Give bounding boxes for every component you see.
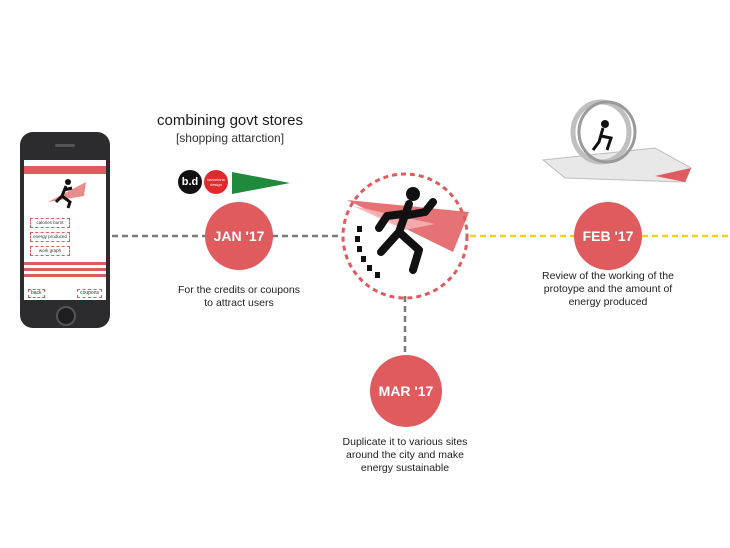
emblem-dashed-ring (341, 172, 469, 300)
milestone-feb-description: Review of the working of the protoype an… (542, 270, 674, 308)
calories-burnt-chip[interactable]: calories burnt (30, 218, 70, 228)
milestone-mar-description: Duplicate it to various sites around the… (342, 436, 468, 474)
phone-screen: calories burnt energy produced work grap… (24, 160, 106, 300)
phone-speaker (55, 144, 75, 147)
phone-home-button[interactable] (56, 306, 76, 326)
screen-header-bar (24, 166, 106, 174)
runner-silhouette-icon (375, 198, 437, 274)
runner-thumbnail-icon (48, 179, 86, 209)
barcelona-design-logo: barcelona design (204, 170, 228, 194)
milestone-jan-description: For the credits or coupons to attract us… (178, 284, 300, 309)
milestone-jan: JAN '17 (205, 202, 273, 270)
coupons-button[interactable]: coupons (77, 289, 102, 298)
runner-head-icon (406, 187, 420, 201)
screen-stripe (24, 274, 106, 277)
store-flag-logo (232, 172, 290, 194)
heading-title: combining govt stores (157, 112, 303, 129)
bd-logo: b.d (178, 170, 202, 194)
energy-produced-chip[interactable]: energy produced (30, 232, 70, 242)
heading-subtitle: [shopping attarction] (175, 131, 285, 145)
back-button[interactable]: back (28, 289, 45, 298)
screen-stripe (24, 268, 106, 271)
milestone-mar: MAR '17 (370, 355, 442, 427)
milestone-feb: FEB '17 (574, 202, 642, 270)
shopping-heading: combining govt stores [shopping attarcti… (130, 112, 330, 145)
work-graph-chip[interactable]: work graph (30, 246, 70, 256)
screen-stripe (24, 262, 106, 265)
prototype-wheel-icon (541, 99, 692, 183)
runner-emblem (341, 172, 469, 300)
